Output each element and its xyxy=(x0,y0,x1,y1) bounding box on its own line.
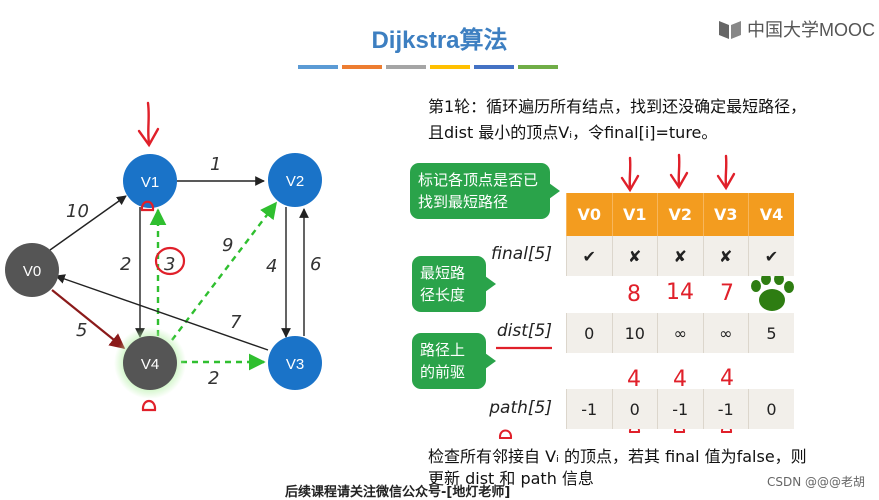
node-v0: V0 xyxy=(5,243,59,297)
dist-update-v3: 7 xyxy=(720,281,734,306)
path-update-v2: 4 xyxy=(673,367,687,392)
node-v2: V2 xyxy=(268,153,322,207)
label-final: final[5] xyxy=(491,244,552,264)
path-update-v1: 4 xyxy=(627,367,641,392)
stripe xyxy=(298,65,338,69)
path-cell: -1 xyxy=(702,389,749,429)
edge-v0-v4 xyxy=(51,289,126,349)
weight-v2-v3: 4 xyxy=(266,256,277,277)
label-path: path[5] xyxy=(489,398,552,418)
dist-cell: 0 xyxy=(566,313,612,353)
edge-v0-v1 xyxy=(49,195,127,251)
final-cell: ✔ xyxy=(566,236,612,276)
callout-dist-text: 最短路径长度 xyxy=(420,264,466,304)
dist-cell: ∞ xyxy=(702,313,749,353)
header-cell: V0 xyxy=(566,193,612,236)
node-label: V0 xyxy=(23,263,41,280)
weight-3-circle-annotation xyxy=(154,246,186,276)
page-title: Dijkstra算法 xyxy=(371,27,508,54)
column-arrows-annotation xyxy=(620,153,736,193)
book-icon xyxy=(719,21,741,39)
weight-v4-v2: 9 xyxy=(222,235,233,256)
v1-mark-annotation xyxy=(140,200,155,212)
path-row: -1 0 -1 -1 0 xyxy=(566,389,794,429)
stripe xyxy=(342,65,382,69)
path-update-v3: 4 xyxy=(720,366,734,391)
watermark-credit: CSDN @@@老胡 xyxy=(766,475,865,489)
title-stripes xyxy=(298,65,558,70)
path-label-mark xyxy=(498,429,513,439)
round-description: 第1轮：循环遍历所有结点，找到还没确定最短路径，且dist 最小的顶点Vᵢ，令f… xyxy=(428,97,807,142)
header-cell: V4 xyxy=(748,193,794,236)
node-label: V1 xyxy=(141,174,159,191)
path-cell: 0 xyxy=(611,389,658,429)
node-v1: V1 xyxy=(123,154,177,208)
callout-path-text: 路径上的前驱 xyxy=(420,341,466,381)
dist-update-v2: 14 xyxy=(666,280,694,305)
final-cell: ✔ xyxy=(748,236,794,276)
path-cell: -1 xyxy=(566,389,612,429)
weight-v0-v1: 10 xyxy=(66,201,89,222)
dist-cell: 10 xyxy=(611,313,658,353)
weight-v3-v2: 6 xyxy=(310,254,321,275)
dist-row: 0 10 ∞ ∞ 5 xyxy=(566,313,794,353)
node-label: V2 xyxy=(286,173,304,190)
final-cell: ✘ xyxy=(702,236,749,276)
header-cell: V1 xyxy=(611,193,658,236)
stripe xyxy=(474,65,514,69)
weight-v1-v4: 2 xyxy=(120,254,131,275)
node-v3: V3 xyxy=(268,336,322,390)
node-v4: V4 xyxy=(123,336,177,390)
mooc-logo: 中国大学MOOC xyxy=(717,16,875,42)
callout-dist: 最短路径长度 xyxy=(412,256,496,312)
edge-v4-v2 xyxy=(171,201,278,341)
v4-mark-annotation xyxy=(141,399,157,412)
dist-cell: 5 xyxy=(748,313,794,353)
weight-v4-v3: 2 xyxy=(208,368,219,389)
vertex-header-row: V0 V1 V2 V3 V4 xyxy=(566,193,794,236)
dist-update-v1: 8 xyxy=(627,282,641,307)
header-cell: V3 xyxy=(702,193,749,236)
callout-final-text: 标记各顶点是否已找到最短路径 xyxy=(418,171,539,211)
node-label: V4 xyxy=(141,356,159,373)
final-cell: ✘ xyxy=(657,236,703,276)
header-cell: V2 xyxy=(657,193,703,236)
path-cell: -1 xyxy=(657,389,703,429)
node-label: V3 xyxy=(286,356,304,373)
weight-v0-v4: 5 xyxy=(76,320,87,341)
footer-note: 后续课程请关注微信公众号-[地灯老师] xyxy=(285,485,511,500)
logo-text: 中国大学MOOC xyxy=(747,20,875,40)
edge-v3-v0 xyxy=(55,274,269,351)
update-description: 检查所有邻接自 Vᵢ 的顶点，若其 final 值为false，则更新 dist… xyxy=(428,447,807,488)
path-cell: 0 xyxy=(748,389,794,429)
callout-path: 路径上的前驱 xyxy=(412,333,496,389)
stripe xyxy=(386,65,426,69)
final-row: ✔ ✘ ✘ ✘ ✔ xyxy=(566,236,794,276)
stripe xyxy=(518,65,558,69)
dist-cell: ∞ xyxy=(657,313,703,353)
callout-final: 标记各顶点是否已找到最短路径 xyxy=(410,163,560,219)
weight-v3-v0: 7 xyxy=(230,312,242,333)
weight-v1-v2: 1 xyxy=(210,154,221,175)
final-cell: ✘ xyxy=(611,236,658,276)
label-dist: dist[5] xyxy=(496,321,552,341)
stripe xyxy=(430,65,470,69)
paw-print-icon xyxy=(751,273,794,311)
down-arrow-annotation xyxy=(137,101,160,148)
weight-v4-v1: 3 xyxy=(164,254,175,275)
